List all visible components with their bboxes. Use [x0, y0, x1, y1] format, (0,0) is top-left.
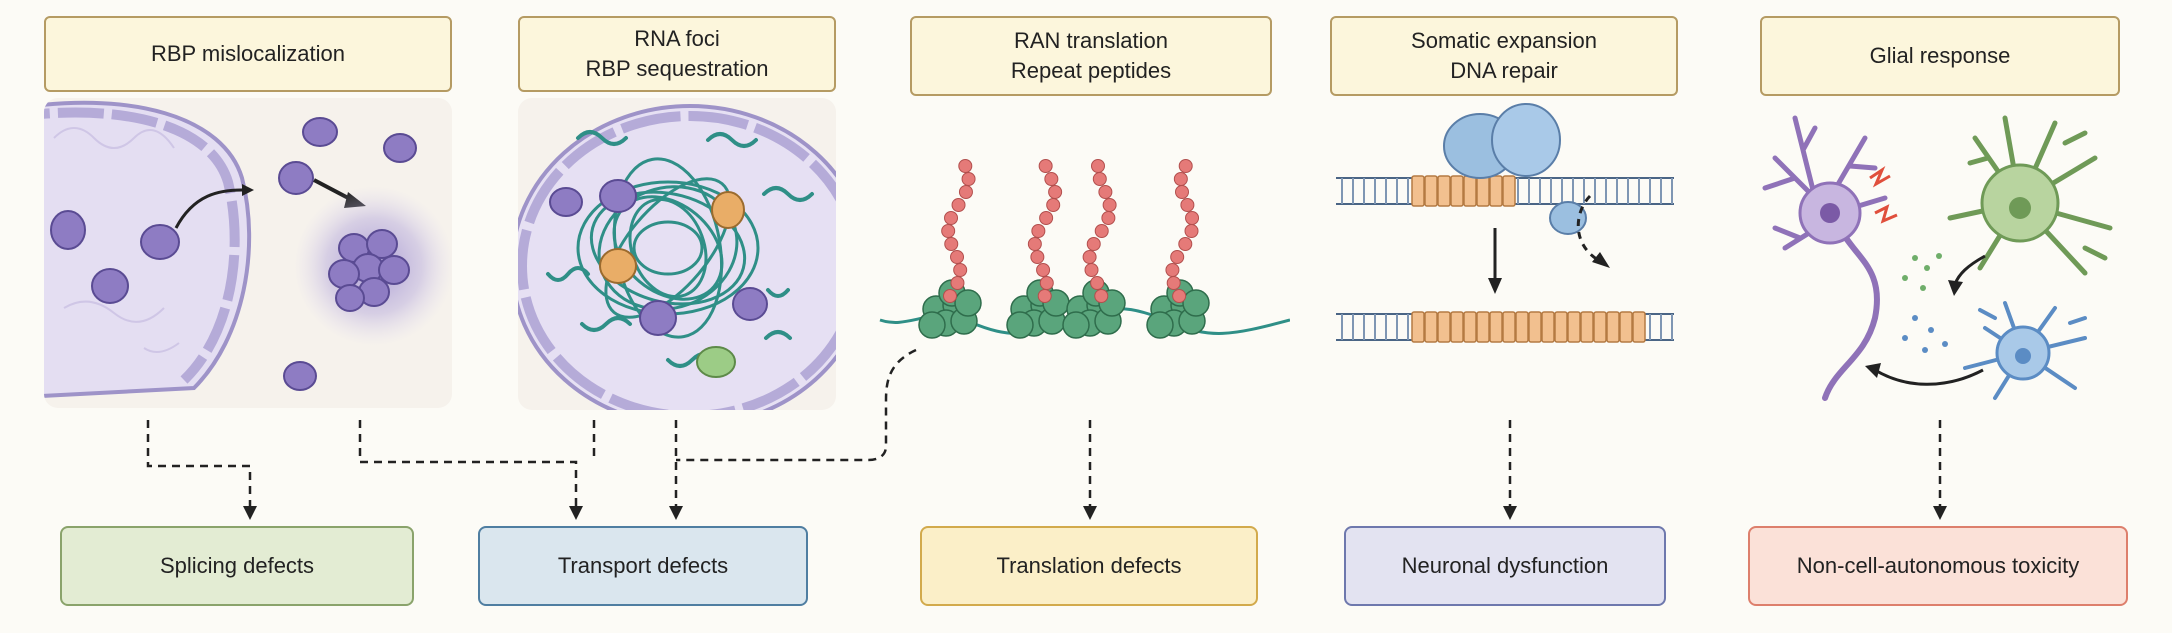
rna-foci-illustration [518, 104, 836, 410]
nuclear-envelope [44, 107, 240, 384]
panel-ran-translation [870, 100, 1290, 400]
repeat-peptides [941, 159, 1200, 303]
dna-top [1336, 175, 1674, 207]
stress-signal [1869, 165, 1891, 188]
outcome-neuronal-dysfunction: Neuronal dysfunction [1344, 526, 1666, 606]
nucleus-body [518, 104, 836, 410]
outcome-non-cell-autonomous-toxicity: Non-cell-autonomous toxicity [1748, 526, 2128, 606]
connector-rbp-transport [358, 420, 578, 508]
export-arrow [174, 188, 243, 229]
nuclear-rbps [50, 210, 180, 304]
connector-rbp-splicing [146, 420, 252, 508]
title-rna-foci: RNA foci RBP sequestration [518, 16, 836, 92]
peptide-chain [1165, 159, 1200, 303]
peptide-chain [1082, 159, 1117, 303]
panel-rna-foci [518, 98, 836, 410]
outcome-splicing-defects: Splicing defects [60, 526, 414, 606]
aggregate [328, 229, 410, 312]
connector-ran-transport [676, 348, 917, 462]
panel-rbp-mislocalization [44, 98, 452, 408]
somatic-expansion-illustration [1336, 103, 1674, 343]
glial-response-illustration [1762, 115, 2113, 401]
title-somatic-expansion: Somatic expansion DNA repair [1330, 16, 1678, 96]
peptide-chain [941, 159, 976, 303]
title-glial-response: Glial response [1760, 16, 2120, 96]
sequestered-rbps [549, 179, 768, 378]
dna-bottom [1336, 311, 1674, 343]
panel-glial-response [1755, 98, 2120, 408]
ran-translation-illustration [879, 159, 1290, 339]
secreted-factors [1902, 253, 1942, 291]
chromatin [53, 127, 180, 353]
rbp-mislocalization-illustration [44, 100, 452, 398]
ribosome [1146, 279, 1210, 339]
cytoplasmic-rbps [278, 117, 417, 391]
panel-somatic-expansion [1330, 100, 1680, 400]
title-ran-translation: RAN translation Repeat peptides [910, 16, 1272, 96]
title-rbp-mislocalization: RBP mislocalization [44, 16, 452, 92]
peptide-chain [1027, 159, 1063, 303]
repair-enzyme [1443, 103, 1587, 235]
outcome-translation-defects: Translation defects [920, 526, 1258, 606]
outcome-transport-defects: Transport defects [478, 526, 808, 606]
